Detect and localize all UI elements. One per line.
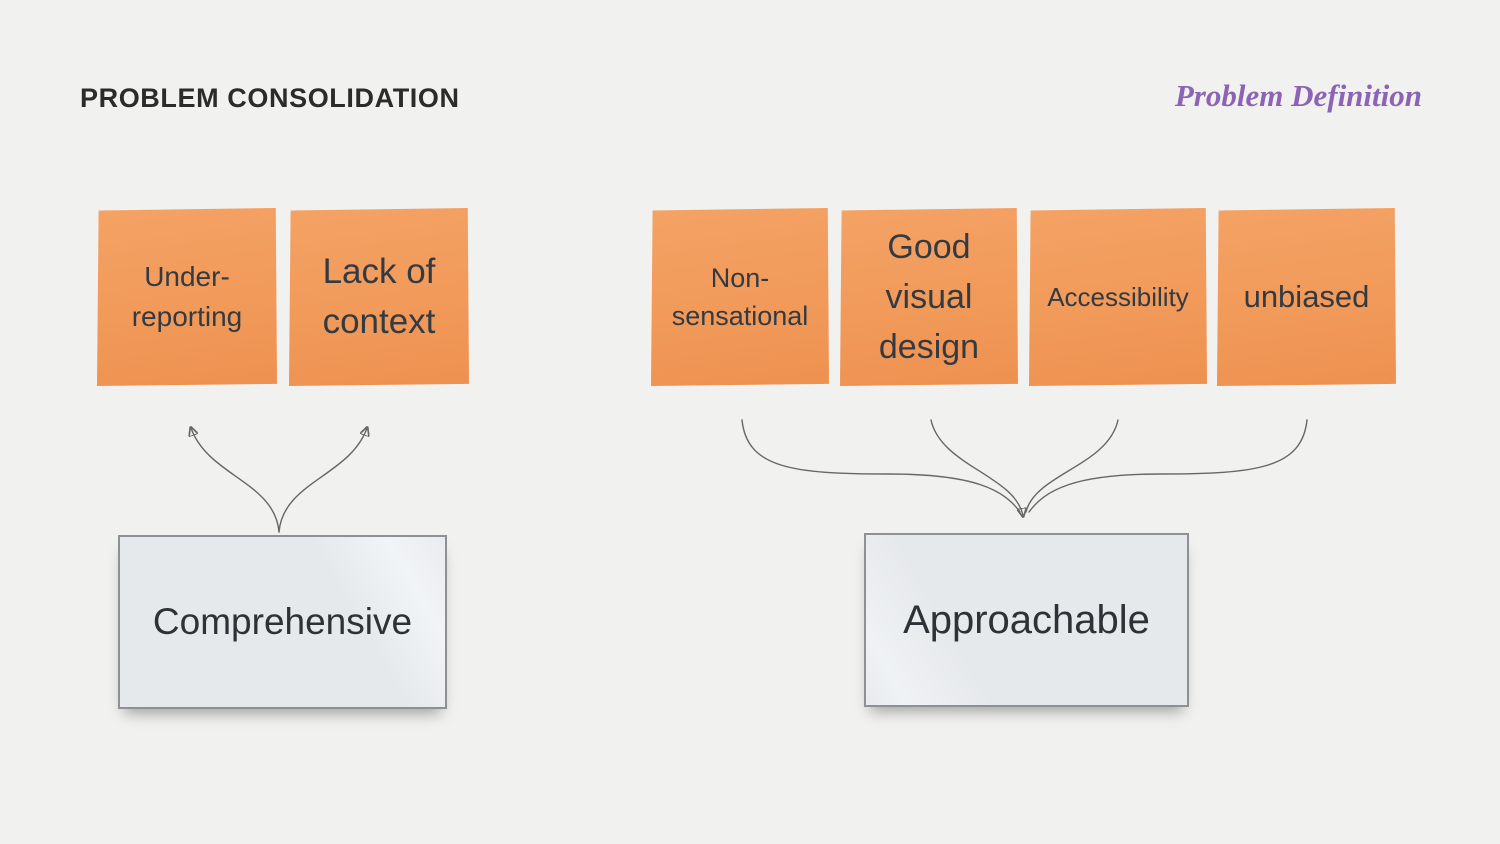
sticky-note-text: Under- reporting [131, 261, 243, 332]
sticky-note-unbiased: unbiased [1217, 208, 1396, 386]
sticky-note-text: Good visual design [878, 227, 980, 367]
sticky-note-text: unbiased [1243, 278, 1370, 314]
connector-comprehensive-to-lack-of-context [278, 428, 367, 533]
connector-good-visual-design-to-approachable [930, 419, 1023, 516]
connector-non-sensational-to-approachable [741, 419, 1021, 513]
connector-accessibility-to-approachable [1025, 419, 1119, 513]
sticky-note-text: Non- sensational [671, 262, 809, 331]
sticky-note-under-reporting: Under- reporting [97, 208, 277, 386]
sticky-note-good-visual-design: Good visual design [840, 208, 1018, 386]
sticky-note-non-sensational: Non- sensational [651, 208, 829, 386]
sticky-note-lack-of-context: Lack of context [289, 208, 469, 386]
page-title: PROBLEM CONSOLIDATION [80, 83, 460, 113]
sticky-note-text: Lack of context [322, 252, 436, 341]
connector-comprehensive-to-under-reporting [191, 428, 280, 533]
connector-unbiased-to-approachable [1028, 419, 1308, 513]
result-box-label: Approachable [903, 597, 1150, 642]
result-box-comprehensive: Comprehensive [118, 535, 447, 709]
result-box-approachable: Approachable [864, 533, 1189, 707]
sticky-note-text: Accessibility [1047, 281, 1189, 312]
sticky-note-accessibility: Accessibility [1029, 208, 1207, 386]
result-box-label: Comprehensive [152, 601, 413, 642]
phase-label: Problem Definition [1174, 78, 1422, 113]
